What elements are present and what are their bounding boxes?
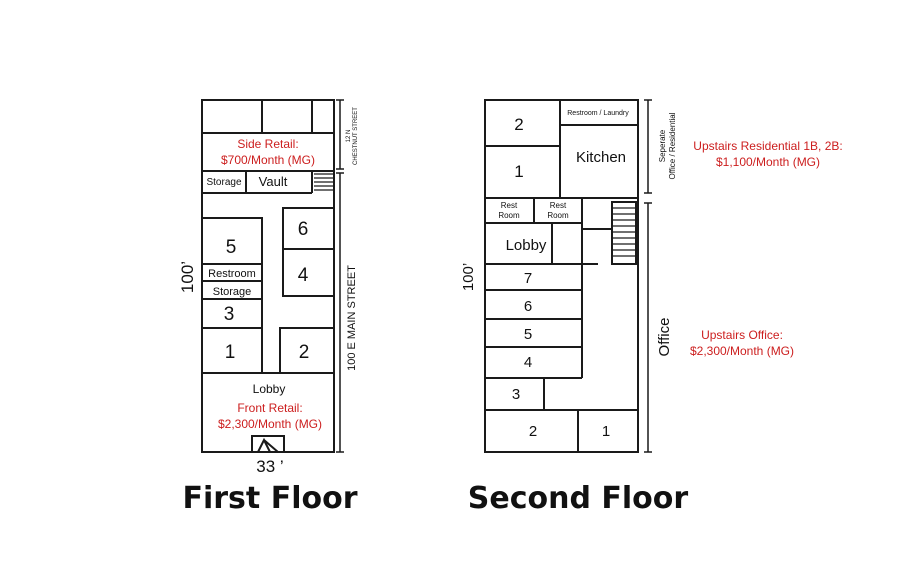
room-6: 6 — [298, 219, 309, 240]
second-floor-room-7: 7 — [524, 270, 532, 287]
upstairs-office-price: $2,300/Month (MG) — [690, 344, 794, 358]
first-floor-stairs — [314, 173, 334, 191]
second-floor-outline — [484, 99, 639, 453]
upstairs-residential-price: $1,100/Month (MG) — [716, 155, 820, 169]
rest-room-a-line1: Rest — [501, 201, 518, 210]
first-floor-length-dimension: 100’ — [178, 261, 197, 293]
second-floor-room-1-bottom: 1 — [602, 423, 610, 440]
separate-label-line2: Office / Residential — [668, 112, 677, 179]
second-floor-stair-treads — [612, 207, 636, 257]
separate-label-line1: Seperate — [658, 129, 667, 162]
chestnut-street-label-line1: 12 N — [346, 130, 352, 143]
upstairs-office-title: Upstairs Office: — [701, 328, 783, 342]
rest-room-b-line2: Room — [547, 211, 569, 220]
side-retail-title: Side Retail: — [237, 137, 298, 151]
first-floor-rooms-6-4 — [282, 207, 335, 297]
main-street-label: 100 E MAIN STREET — [346, 265, 358, 371]
front-retail-price: $2,300/Month (MG) — [218, 417, 322, 431]
first-floor-title: First Floor — [182, 481, 357, 516]
second-floor-room-3: 3 — [512, 386, 520, 403]
office-side-label: Office — [656, 318, 673, 357]
room-1: 1 — [225, 342, 236, 363]
room-3: 3 — [224, 304, 235, 325]
second-floor-stairs — [611, 201, 637, 265]
room-storage-mid: Storage — [213, 286, 252, 298]
second-floor-room-2-top: 2 — [514, 115, 523, 134]
room-2: 2 — [299, 342, 310, 363]
room-lobby: Lobby — [253, 382, 286, 396]
second-floor-room-5: 5 — [524, 326, 532, 343]
first-floor-dimension-lines — [336, 99, 344, 453]
second-floor-lobby: Lobby — [506, 237, 547, 254]
first-floor-entry-door — [251, 435, 285, 453]
rest-room-b-line1: Rest — [550, 201, 567, 210]
second-floor-room-1-top: 1 — [514, 162, 523, 181]
second-floor-room-2-bottom: 2 — [529, 423, 537, 440]
second-floor-dimension-lines — [644, 99, 652, 453]
second-floor-room-4: 4 — [524, 354, 532, 371]
second-floor-title: Second Floor — [468, 481, 689, 516]
second-floor-walls — [484, 99, 639, 453]
rest-room-a-line2: Room — [498, 211, 520, 220]
front-retail-title: Front Retail: — [237, 401, 302, 415]
second-floor-length-dimension: 100’ — [460, 263, 477, 291]
room-restroom-laundry: Restroom / Laundry — [567, 110, 629, 117]
room-5: 5 — [226, 237, 237, 258]
room-kitchen: Kitchen — [576, 149, 626, 166]
side-retail-price: $700/Month (MG) — [221, 153, 315, 167]
room-vault: Vault — [259, 174, 288, 189]
first-floor-walls — [201, 99, 335, 453]
room-restroom: Restroom — [208, 268, 256, 280]
chestnut-street-label-line2: CHESTNUT STREET — [353, 107, 359, 165]
first-floor-width-dimension: 33 ’ — [256, 457, 283, 476]
upstairs-residential-title: Upstairs Residential 1B, 2B: — [693, 139, 842, 153]
room-storage-top: Storage — [206, 177, 241, 188]
room-4: 4 — [298, 265, 309, 286]
second-floor-room-6: 6 — [524, 298, 532, 315]
